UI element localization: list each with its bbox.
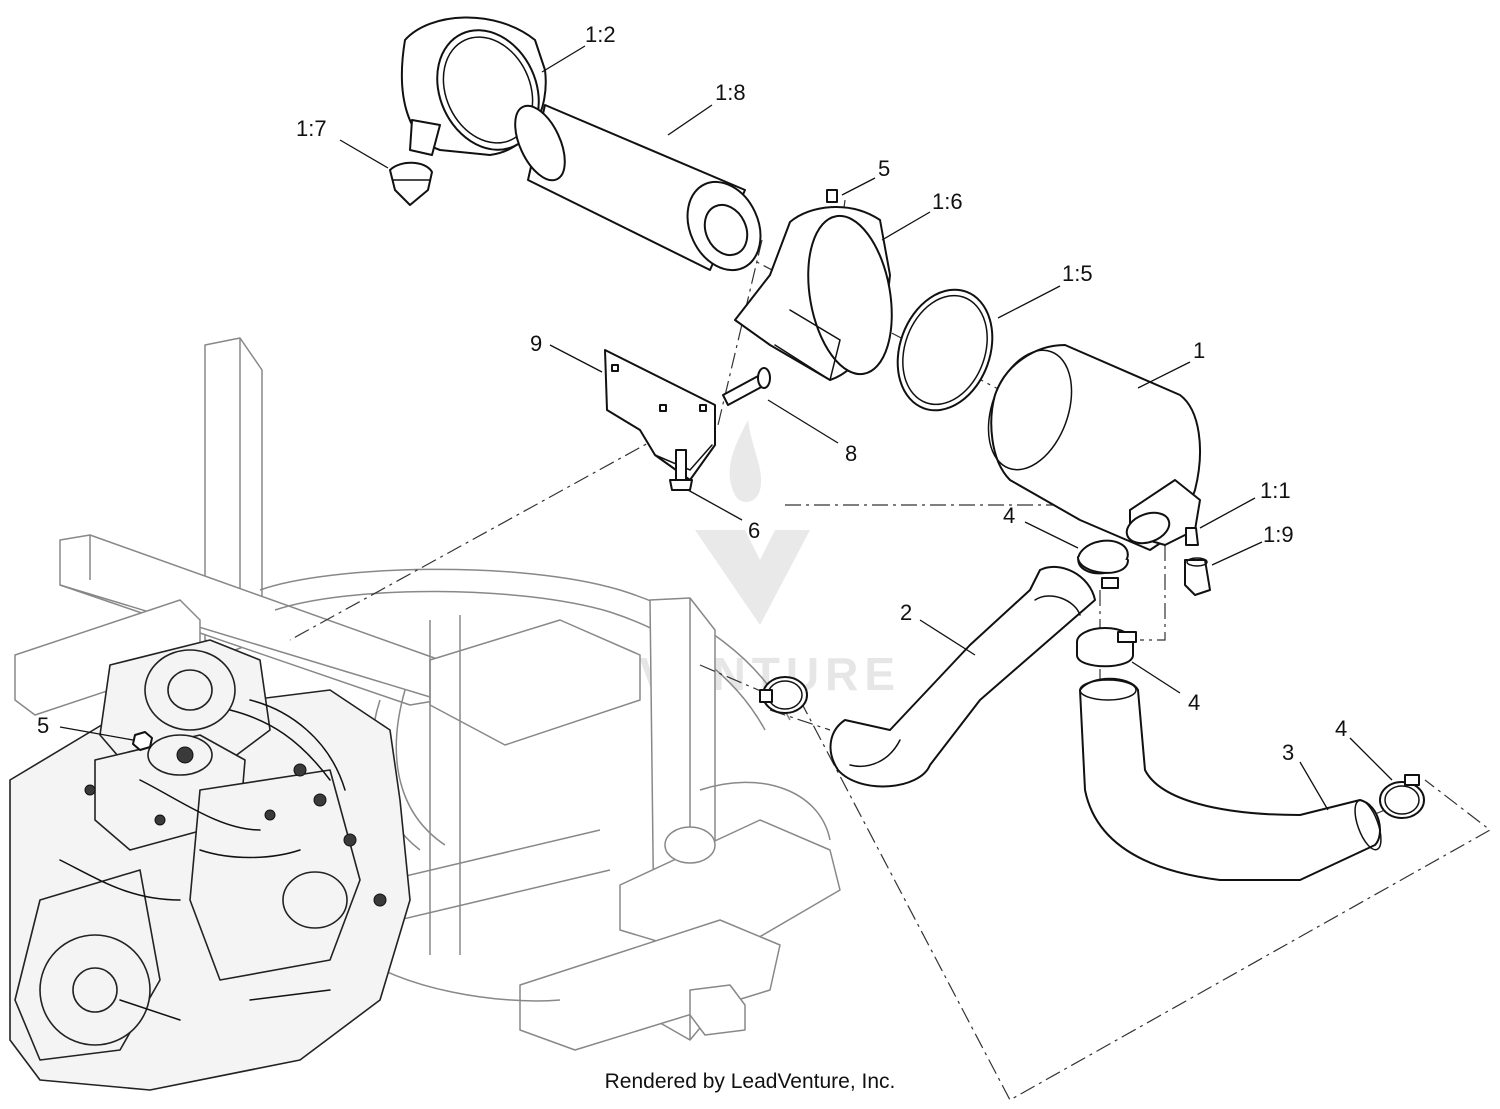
callout-9: 9: [530, 331, 542, 356]
callout-4-top: 4: [1003, 503, 1015, 528]
callout-8: 8: [845, 441, 857, 466]
callout-1: 1: [1193, 338, 1205, 363]
callout-5-top: 5: [878, 156, 890, 181]
leader-lines: [59, 45, 1393, 811]
callout-1-8: 1:8: [715, 80, 746, 105]
nut-left: [132, 731, 153, 751]
hose-clamp-top: [1077, 539, 1129, 589]
callout-1-5: 1:5: [1062, 261, 1093, 286]
mounting-band: [734, 206, 893, 382]
callout-6: 6: [748, 518, 760, 543]
engine-block: [9, 639, 411, 1091]
mounting-bracket: [604, 349, 716, 481]
hose-clamp-right: [1379, 774, 1425, 819]
mounting-bolt: [722, 367, 771, 406]
callout-4-right: 4: [1335, 716, 1347, 741]
callout-1-6: 1:6: [932, 189, 963, 214]
callout-labels: 1:2 1:8 1:7 5 1:6 1:5 9 1 8 1:1 6 4 1:9 …: [37, 22, 1347, 765]
air-cleaner-cover: [401, 16, 547, 156]
primary-filter: [514, 104, 762, 272]
callout-1-2: 1:2: [585, 22, 616, 47]
callout-1-1: 1:1: [1260, 478, 1291, 503]
callout-1-9: 1:9: [1263, 522, 1294, 547]
flange-screw: [669, 449, 693, 491]
gasket-ring: [896, 288, 994, 412]
evacuation-valve: [389, 161, 433, 206]
callout-1-7: 1:7: [296, 116, 327, 141]
air-cleaner-body: [987, 344, 1201, 551]
hose-clamp-middle: [1076, 627, 1137, 668]
service-indicator: [1184, 527, 1211, 596]
hose-clamp-left: [759, 676, 808, 714]
callout-3: 3: [1282, 740, 1294, 765]
callout-2: 2: [900, 600, 912, 625]
machine-frame: [14, 337, 841, 1051]
callout-5-left: 5: [37, 713, 49, 738]
nut-top: [826, 189, 838, 203]
callout-4-mid: 4: [1188, 690, 1200, 715]
elbow-hose-3: [1079, 677, 1382, 881]
assembly-lines: [289, 89, 1492, 1101]
elbow-hose-2: [829, 565, 1096, 788]
render-credit: Rendered by LeadVenture, Inc.: [604, 1070, 896, 1093]
